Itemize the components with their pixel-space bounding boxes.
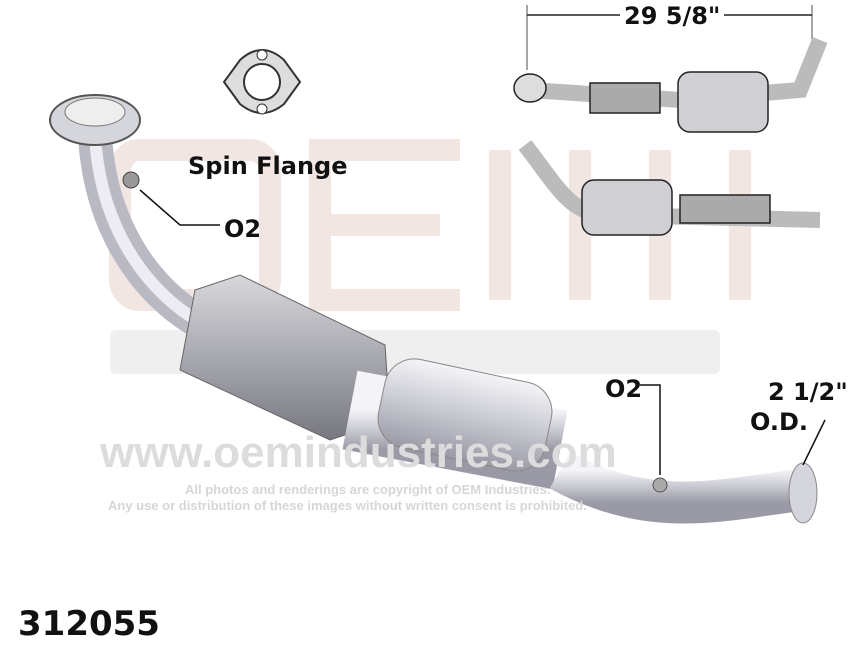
outlet-pipe [549,451,803,524]
top-view [513,5,828,133]
diameter-leader [802,419,826,466]
spin-flange-icon [222,49,302,115]
o2-lower-leader [640,384,661,475]
watermark-copyright-2: Any use or distribution of these images … [108,498,587,513]
watermark-copyright-1: All photos and renderings are copyright … [185,482,551,497]
watermark-url: www.oemindustries.com [100,428,617,477]
resonator [377,358,553,472]
outlet-end [788,462,818,524]
spin-flange-label: Spin Flange [188,152,348,180]
o2-bung-lower [652,477,668,493]
o2-bung-upper [122,171,140,189]
o2-lower-label: O2 [605,375,643,403]
diameter-unit-label: O.D. [750,408,809,436]
side-view [518,140,821,236]
diameter-label: 2 1/2" [768,378,848,406]
part-number: 312055 [18,604,160,644]
o2-upper-leader [139,189,220,226]
o2-upper-label: O2 [224,215,262,243]
length-dimension: 29 5/8" [620,2,725,30]
